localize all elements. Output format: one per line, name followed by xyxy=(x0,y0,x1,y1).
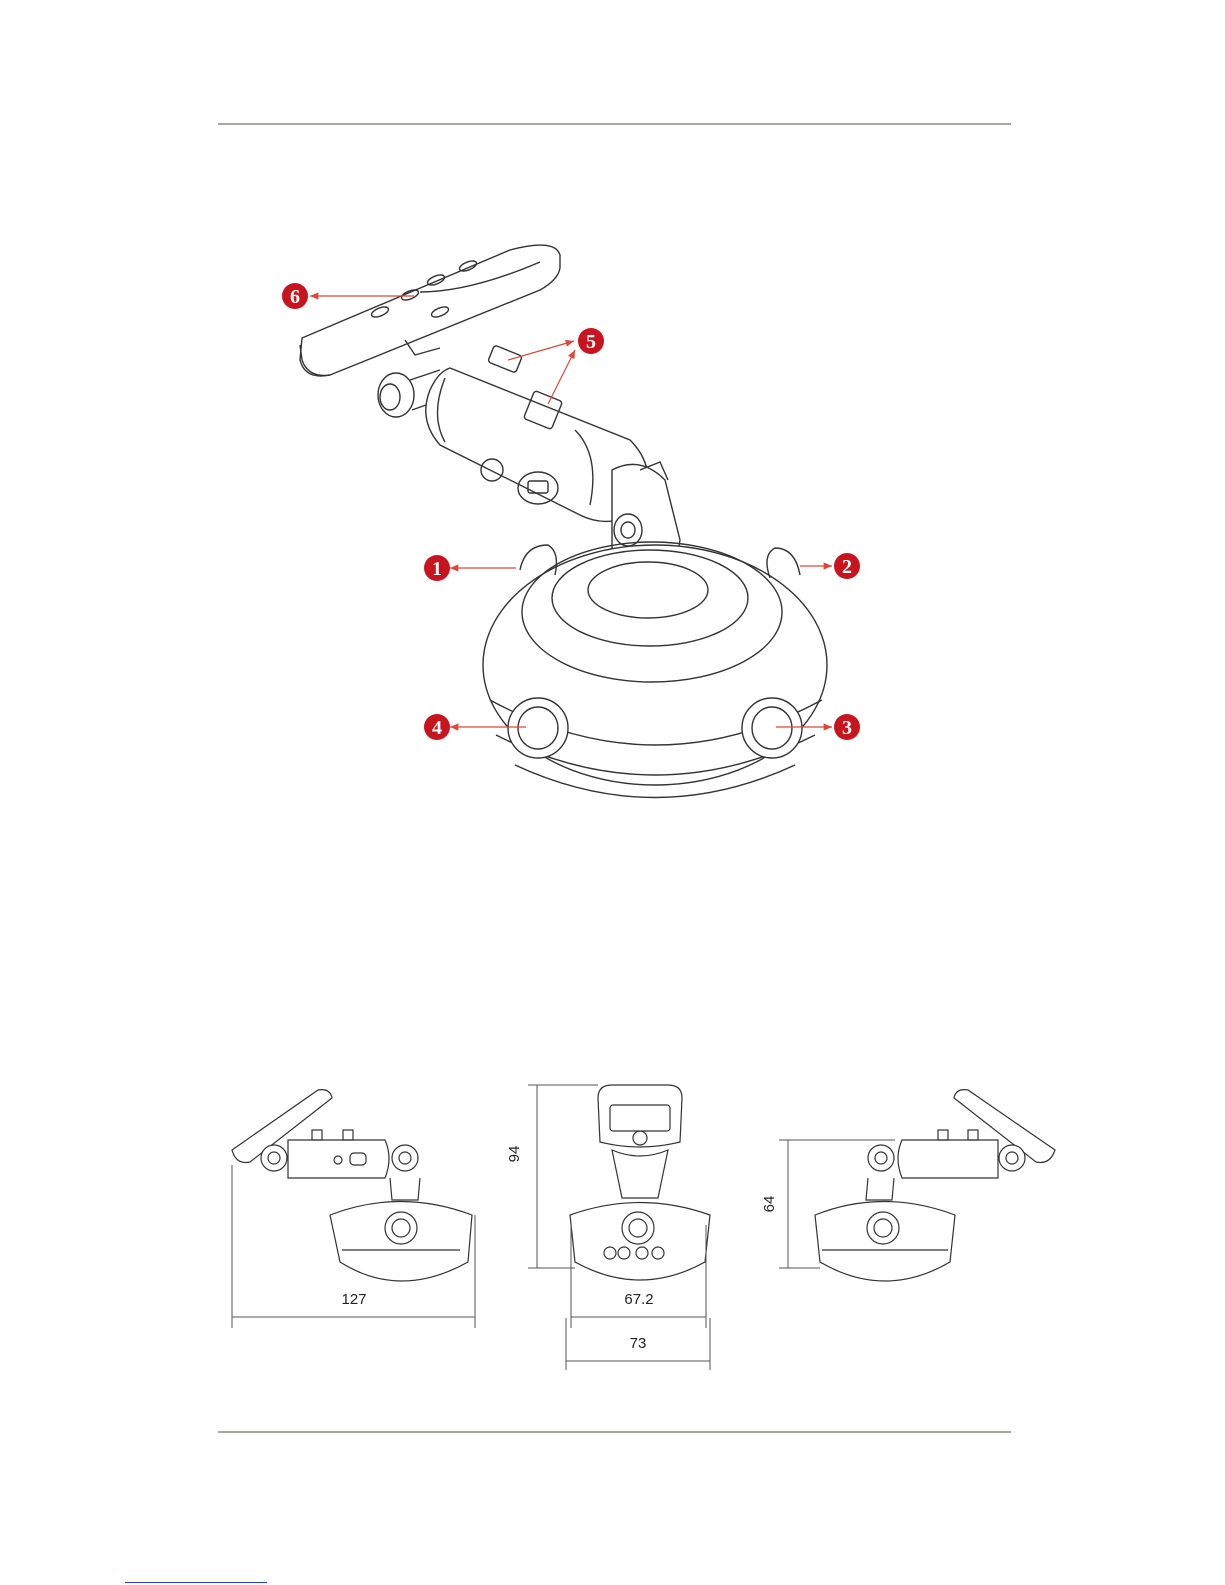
front-view xyxy=(570,1085,710,1280)
callout-badge-1: 1 xyxy=(424,555,450,581)
dimension-lines xyxy=(232,1085,895,1370)
svg-text:6: 6 xyxy=(290,286,300,308)
dimension-67-2: 67.2 xyxy=(624,1291,653,1308)
dimension-64: 64 xyxy=(761,1196,778,1213)
camera-perspective-view xyxy=(300,245,827,797)
svg-text:2: 2 xyxy=(842,556,852,578)
left-side-view xyxy=(232,1090,472,1281)
svg-text:5: 5 xyxy=(586,331,596,353)
dimension-94: 94 xyxy=(506,1146,523,1163)
callout-badge-5: 5 xyxy=(578,328,604,354)
callout-badge-4: 4 xyxy=(424,714,450,740)
callout-badge-2: 2 xyxy=(834,553,860,579)
svg-text:3: 3 xyxy=(842,717,852,739)
right-side-view xyxy=(815,1090,1055,1281)
callout-badge-6: 6 xyxy=(282,283,308,309)
left-lens xyxy=(508,698,568,758)
camera-body xyxy=(483,542,827,798)
svg-text:1: 1 xyxy=(432,558,442,580)
dimension-127: 127 xyxy=(341,1291,366,1308)
right-lens xyxy=(742,698,802,758)
dimension-73: 73 xyxy=(630,1335,647,1352)
callout-badge-3: 3 xyxy=(834,714,860,740)
svg-text:4: 4 xyxy=(432,717,442,739)
